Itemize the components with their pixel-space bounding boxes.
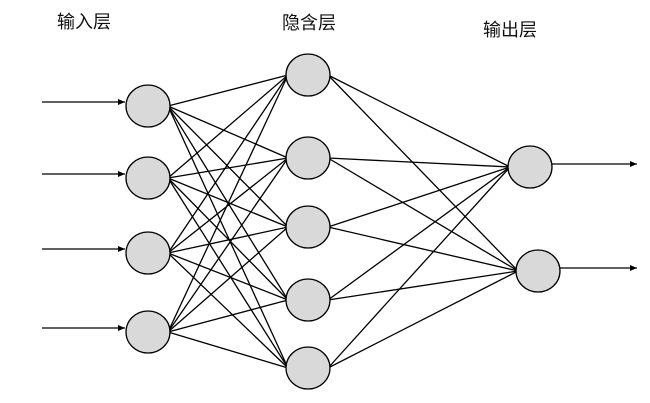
hidden-node-4 [285, 278, 331, 322]
connection-input3-hidden5 [167, 252, 289, 369]
connection-hidden3-output1 [327, 166, 511, 228]
connection-input1-hidden2 [167, 105, 289, 159]
connection-hidden5-output2 [327, 270, 519, 369]
connection-input4-hidden4 [167, 299, 289, 333]
connection-input3-hidden2 [167, 157, 289, 254]
connection-input3-hidden1 [167, 74, 289, 254]
input-node-2 [125, 156, 171, 200]
connection-input2-hidden1 [167, 74, 289, 179]
connection-hidden5-output1 [327, 166, 511, 369]
input-node-1 [125, 84, 171, 128]
connection-hidden4-output1 [327, 166, 511, 301]
connection-input3-hidden4 [167, 252, 289, 301]
hidden-layer-label: 隐含层 [282, 13, 336, 34]
input-node-3 [125, 231, 171, 275]
output-node-2 [515, 249, 561, 293]
connection-hidden1-output2 [327, 74, 519, 272]
connection-input2-hidden5 [167, 177, 289, 369]
output-layer-label: 输出层 [483, 20, 537, 41]
connection-hidden4-output2 [327, 270, 519, 301]
input-layer-label: 输入层 [57, 12, 111, 33]
connection-input4-hidden5 [167, 331, 289, 369]
connection-input1-hidden5 [167, 105, 289, 369]
hidden-node-5 [285, 346, 331, 390]
connection-input4-hidden3 [167, 226, 289, 333]
connection-input1-hidden3 [167, 105, 289, 228]
connection-input3-hidden3 [167, 226, 289, 254]
connection-hidden1-output1 [327, 74, 511, 168]
hidden-node-2 [285, 136, 331, 180]
connection-input1-hidden1 [167, 74, 289, 107]
connection-hidden3-output2 [327, 226, 519, 272]
hidden-node-1 [285, 53, 331, 97]
arrows-group [42, 99, 637, 331]
connection-hidden2-output1 [327, 157, 511, 168]
connection-input4-hidden2 [167, 157, 289, 333]
connection-hidden2-output2 [327, 157, 519, 272]
nodes-group [125, 53, 561, 390]
output-node-1 [507, 145, 553, 189]
connection-input4-hidden1 [167, 74, 289, 333]
hidden-node-3 [285, 205, 331, 249]
connections-group [167, 74, 519, 369]
input-node-4 [125, 310, 171, 354]
connection-input2-hidden4 [167, 177, 289, 301]
connection-input2-hidden2 [167, 157, 289, 179]
